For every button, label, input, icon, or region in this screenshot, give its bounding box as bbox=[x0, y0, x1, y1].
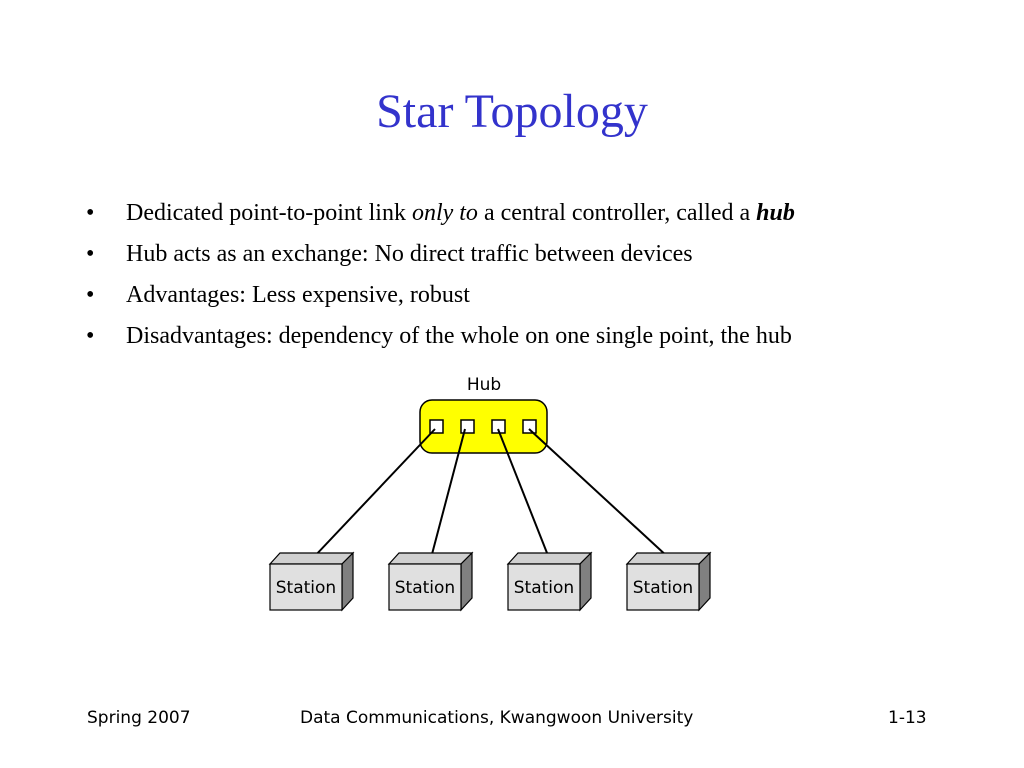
bullet-item: • Hub acts as an exchange: No direct traf… bbox=[86, 234, 986, 275]
station-side bbox=[460, 551, 473, 612]
star-topology-diagram: Hub Station Station Station Station bbox=[268, 375, 712, 612]
footer-date: Spring 2007 bbox=[87, 708, 191, 728]
station-front bbox=[269, 563, 343, 611]
station: Station bbox=[625, 551, 712, 612]
station-label: Station bbox=[514, 578, 574, 598]
station-top bbox=[625, 552, 712, 565]
bullet-text: a central controller, called a bbox=[477, 200, 757, 226]
station-label: Station bbox=[395, 578, 455, 598]
bullet-list: • Dedicated point-to-point link only to a… bbox=[86, 193, 986, 357]
station-side bbox=[341, 551, 354, 612]
bullet-keyword: hub bbox=[756, 200, 795, 226]
station-top bbox=[268, 552, 355, 565]
station: Station bbox=[268, 551, 355, 612]
footer-page-number: 1-13 bbox=[888, 708, 927, 728]
hub-port bbox=[460, 419, 475, 434]
station-label: Station bbox=[276, 578, 336, 598]
hub bbox=[419, 399, 548, 454]
link-line bbox=[312, 428, 436, 559]
bullet-dot: • bbox=[86, 241, 95, 267]
bullet-emphasis: only to bbox=[411, 200, 478, 226]
bullet-item: • Dedicated point-to-point link only to a… bbox=[86, 193, 986, 234]
bullet-dot: • bbox=[86, 282, 95, 308]
bullet-item: • Advantages: Less expensive, robust bbox=[86, 275, 986, 316]
bullet-dot: • bbox=[86, 323, 95, 349]
station-front bbox=[388, 563, 462, 611]
bullet-text: Hub acts as an exchange: No direct traff… bbox=[126, 241, 693, 267]
station-label: Station bbox=[633, 578, 693, 598]
bullet-dot: • bbox=[86, 200, 95, 226]
bullet-text: Disadvantages: dependency of the whole o… bbox=[126, 323, 792, 349]
footer-course: Data Communications, Kwangwoon Universit… bbox=[300, 708, 694, 728]
station-side bbox=[579, 551, 592, 612]
station: Station bbox=[387, 551, 474, 612]
slide-title: Star Topology bbox=[376, 85, 648, 138]
station-top bbox=[387, 552, 474, 565]
station-front bbox=[626, 563, 700, 611]
bullet-text: Dedicated point-to-point link bbox=[126, 200, 412, 226]
station-side bbox=[698, 551, 711, 612]
link-line bbox=[430, 428, 466, 559]
link-line bbox=[528, 428, 670, 559]
hub-port bbox=[522, 419, 537, 434]
bullet-item: • Disadvantages: dependency of the whole … bbox=[86, 316, 986, 357]
hub-port bbox=[491, 419, 506, 434]
station: Station bbox=[506, 551, 593, 612]
link-line bbox=[497, 428, 550, 559]
station-front bbox=[507, 563, 581, 611]
bullet-text: Advantages: Less expensive, robust bbox=[126, 282, 470, 308]
station-top bbox=[506, 552, 593, 565]
hub-label: Hub bbox=[467, 375, 501, 395]
